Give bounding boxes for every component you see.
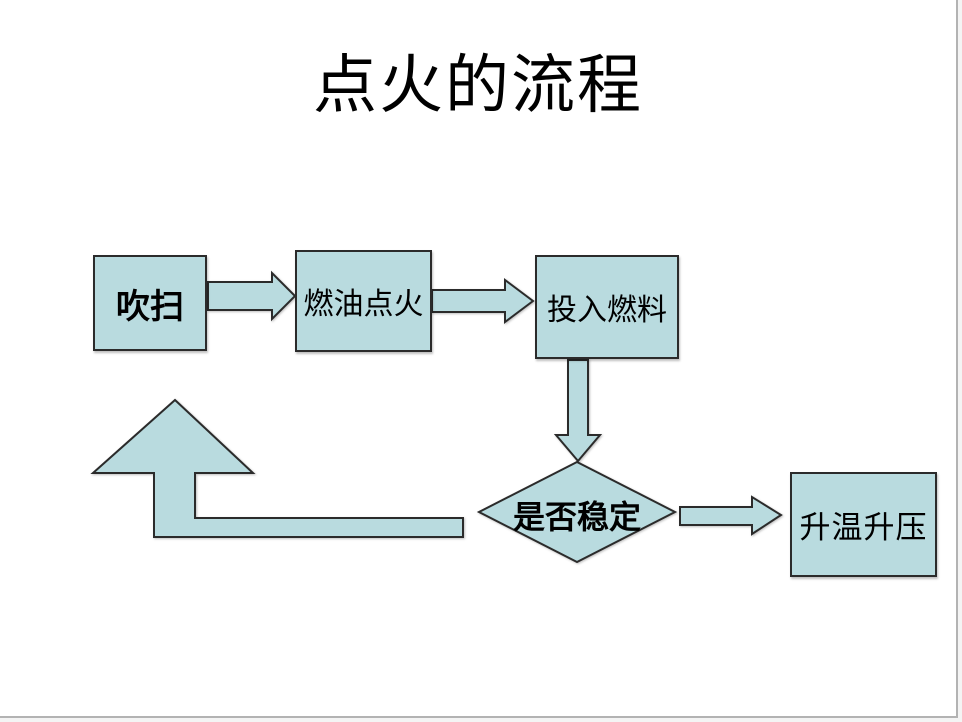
decision-diamond-stability[interactable] [476, 460, 678, 564]
arrow-purge-to-ignite[interactable] [207, 270, 297, 322]
bottom-margin-area [0, 718, 958, 722]
decision-stability-label: 是否稳定 [512, 499, 641, 535]
node-raise-temp-pressure-label: 升温升压 [799, 510, 928, 545]
arrow-ignite-to-feed[interactable] [431, 278, 535, 324]
arrow-check-to-raise[interactable] [679, 495, 783, 536]
node-purge-label: 吹扫 [116, 288, 184, 326]
node-feed-fuel-label: 投入燃料 [547, 294, 667, 327]
node-purge[interactable]: 吹扫 [93, 255, 207, 351]
slide-bottom-border [0, 716, 958, 718]
arrow-feed-to-check[interactable] [553, 359, 603, 463]
arrow-loopback-check-to-purge[interactable] [90, 398, 464, 538]
node-fuel-oil-ignition[interactable]: 燃油点火 [295, 250, 432, 352]
slide-title: 点火的流程 [313, 50, 643, 121]
node-feed-fuel[interactable]: 投入燃料 [535, 255, 679, 359]
right-margin-area [958, 0, 962, 722]
node-fuel-oil-ignition-label: 燃油点火 [303, 288, 424, 321]
node-raise-temp-pressure[interactable]: 升温升压 [790, 472, 937, 577]
slide-right-border [956, 0, 958, 718]
